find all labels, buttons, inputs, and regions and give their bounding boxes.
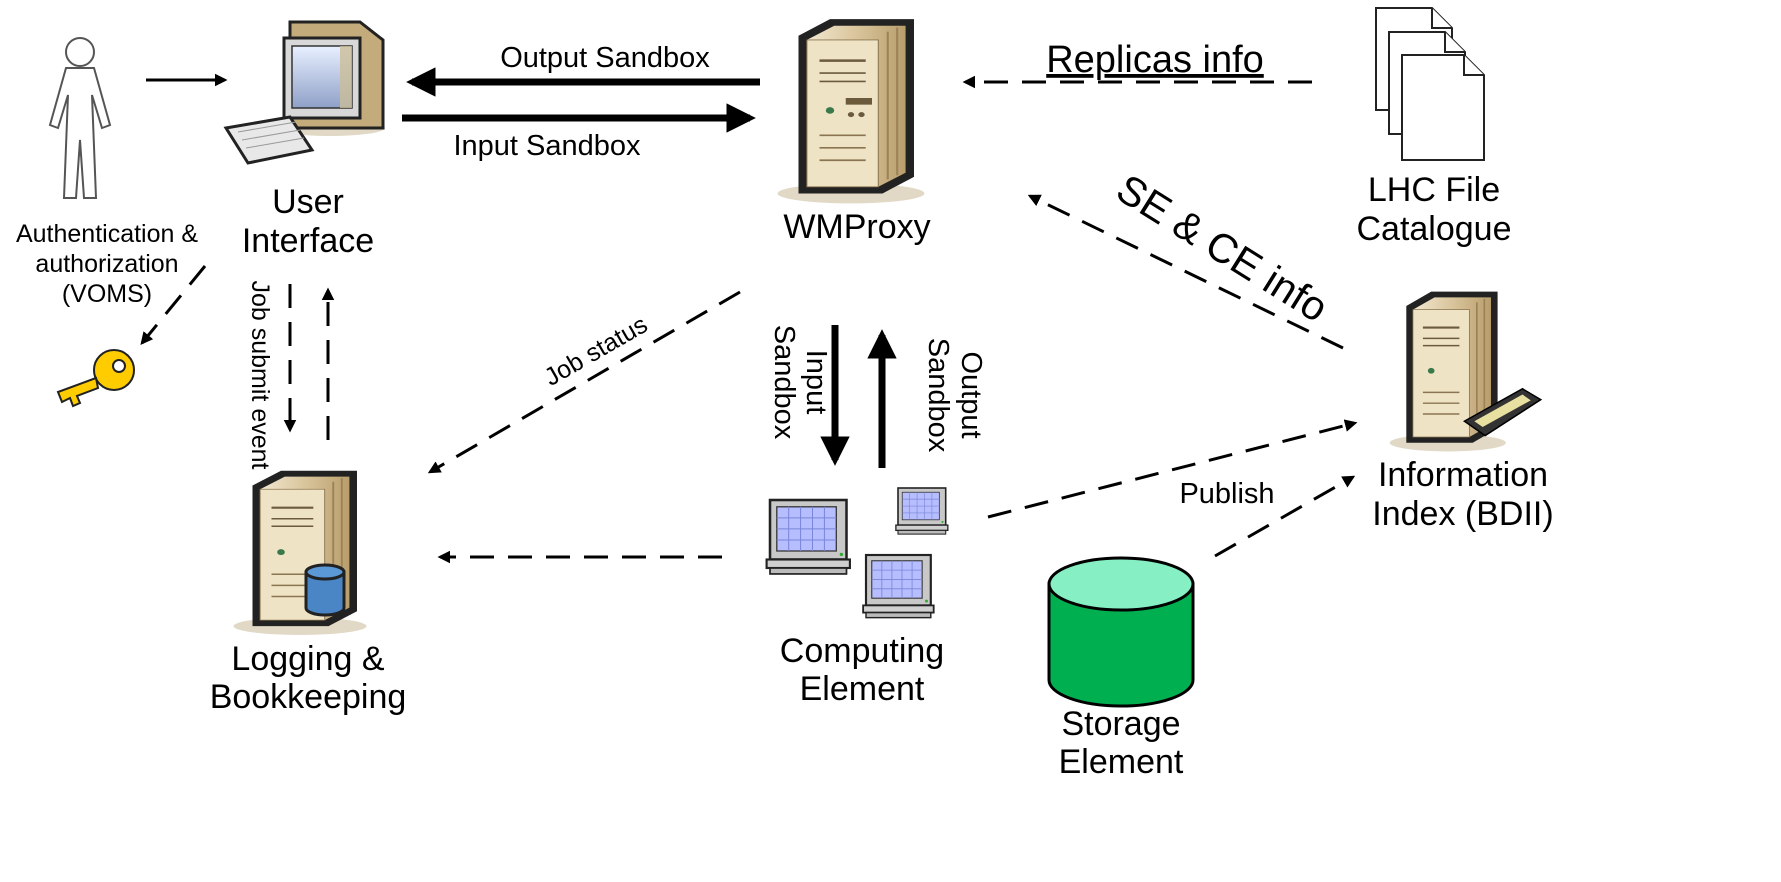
user-interface-computer-icon bbox=[223, 20, 385, 165]
information-index-label-line1: Information bbox=[1378, 456, 1548, 494]
auth-label-line3: (VOMS) bbox=[62, 280, 152, 308]
lhc-file-catalogue-documents-icon bbox=[1375, 7, 1485, 161]
computing-element-pc-small-icon bbox=[895, 487, 949, 535]
wmproxy-label: WMProxy bbox=[783, 208, 930, 246]
user-interface-label-line2: Interface bbox=[242, 222, 374, 260]
computing-element-pc-icon bbox=[765, 498, 852, 576]
database-icon bbox=[304, 563, 346, 617]
user-interface-label-line1: User bbox=[272, 183, 344, 221]
job-submit-event-label: Job submit event bbox=[246, 281, 274, 470]
job-status-arrow bbox=[427, 290, 741, 474]
publish-label: Publish bbox=[1179, 478, 1274, 510]
lhc-file-catalogue-label-line1: LHC File bbox=[1368, 171, 1500, 209]
storage-element-cylinder-icon bbox=[1047, 556, 1195, 708]
lhc-file-catalogue-label-line2: Catalogue bbox=[1356, 210, 1511, 248]
se-ce-info-arrow bbox=[1027, 194, 1344, 350]
logging-bookkeeping-label-line2: Bookkeeping bbox=[210, 678, 407, 716]
user-person-icon bbox=[48, 37, 112, 199]
computing-element-pc-bottom-icon bbox=[862, 553, 935, 619]
logging-bookkeeping-server-icon bbox=[232, 469, 368, 637]
auth-label-line1: Authentication & bbox=[16, 220, 198, 248]
information-index-server-icon bbox=[1388, 290, 1543, 453]
se-ce-info-label: SE & CE info bbox=[1109, 165, 1336, 331]
output-sandbox-label: Output Sandbox bbox=[500, 42, 710, 74]
ce-output-sandbox-label-line1: Output bbox=[955, 351, 987, 438]
storage-element-label-line1: Storage bbox=[1061, 705, 1180, 743]
ce-input-sandbox-label-line1: Input bbox=[800, 350, 832, 415]
auth-arrow bbox=[140, 265, 207, 345]
ce-publish-arrow bbox=[987, 419, 1358, 519]
se-publish-arrow bbox=[1214, 475, 1356, 558]
key-icon bbox=[56, 349, 135, 408]
computing-element-label-line2: Element bbox=[800, 670, 925, 708]
ce-output-sandbox-label-line2: Sandbox bbox=[922, 338, 954, 453]
ce-input-sandbox-label-line2: Sandbox bbox=[768, 325, 800, 440]
computing-element-label-line1: Computing bbox=[780, 632, 944, 670]
auth-label-line2: authorization bbox=[35, 250, 178, 278]
logging-bookkeeping-label-line1: Logging & bbox=[231, 640, 384, 678]
information-index-label-line2: Index (BDII) bbox=[1372, 495, 1553, 533]
wmproxy-server-icon bbox=[775, 17, 927, 205]
replicas-info-label: Replicas info bbox=[1046, 39, 1264, 81]
input-sandbox-label: Input Sandbox bbox=[453, 130, 641, 162]
storage-element-label-line2: Element bbox=[1059, 743, 1184, 781]
